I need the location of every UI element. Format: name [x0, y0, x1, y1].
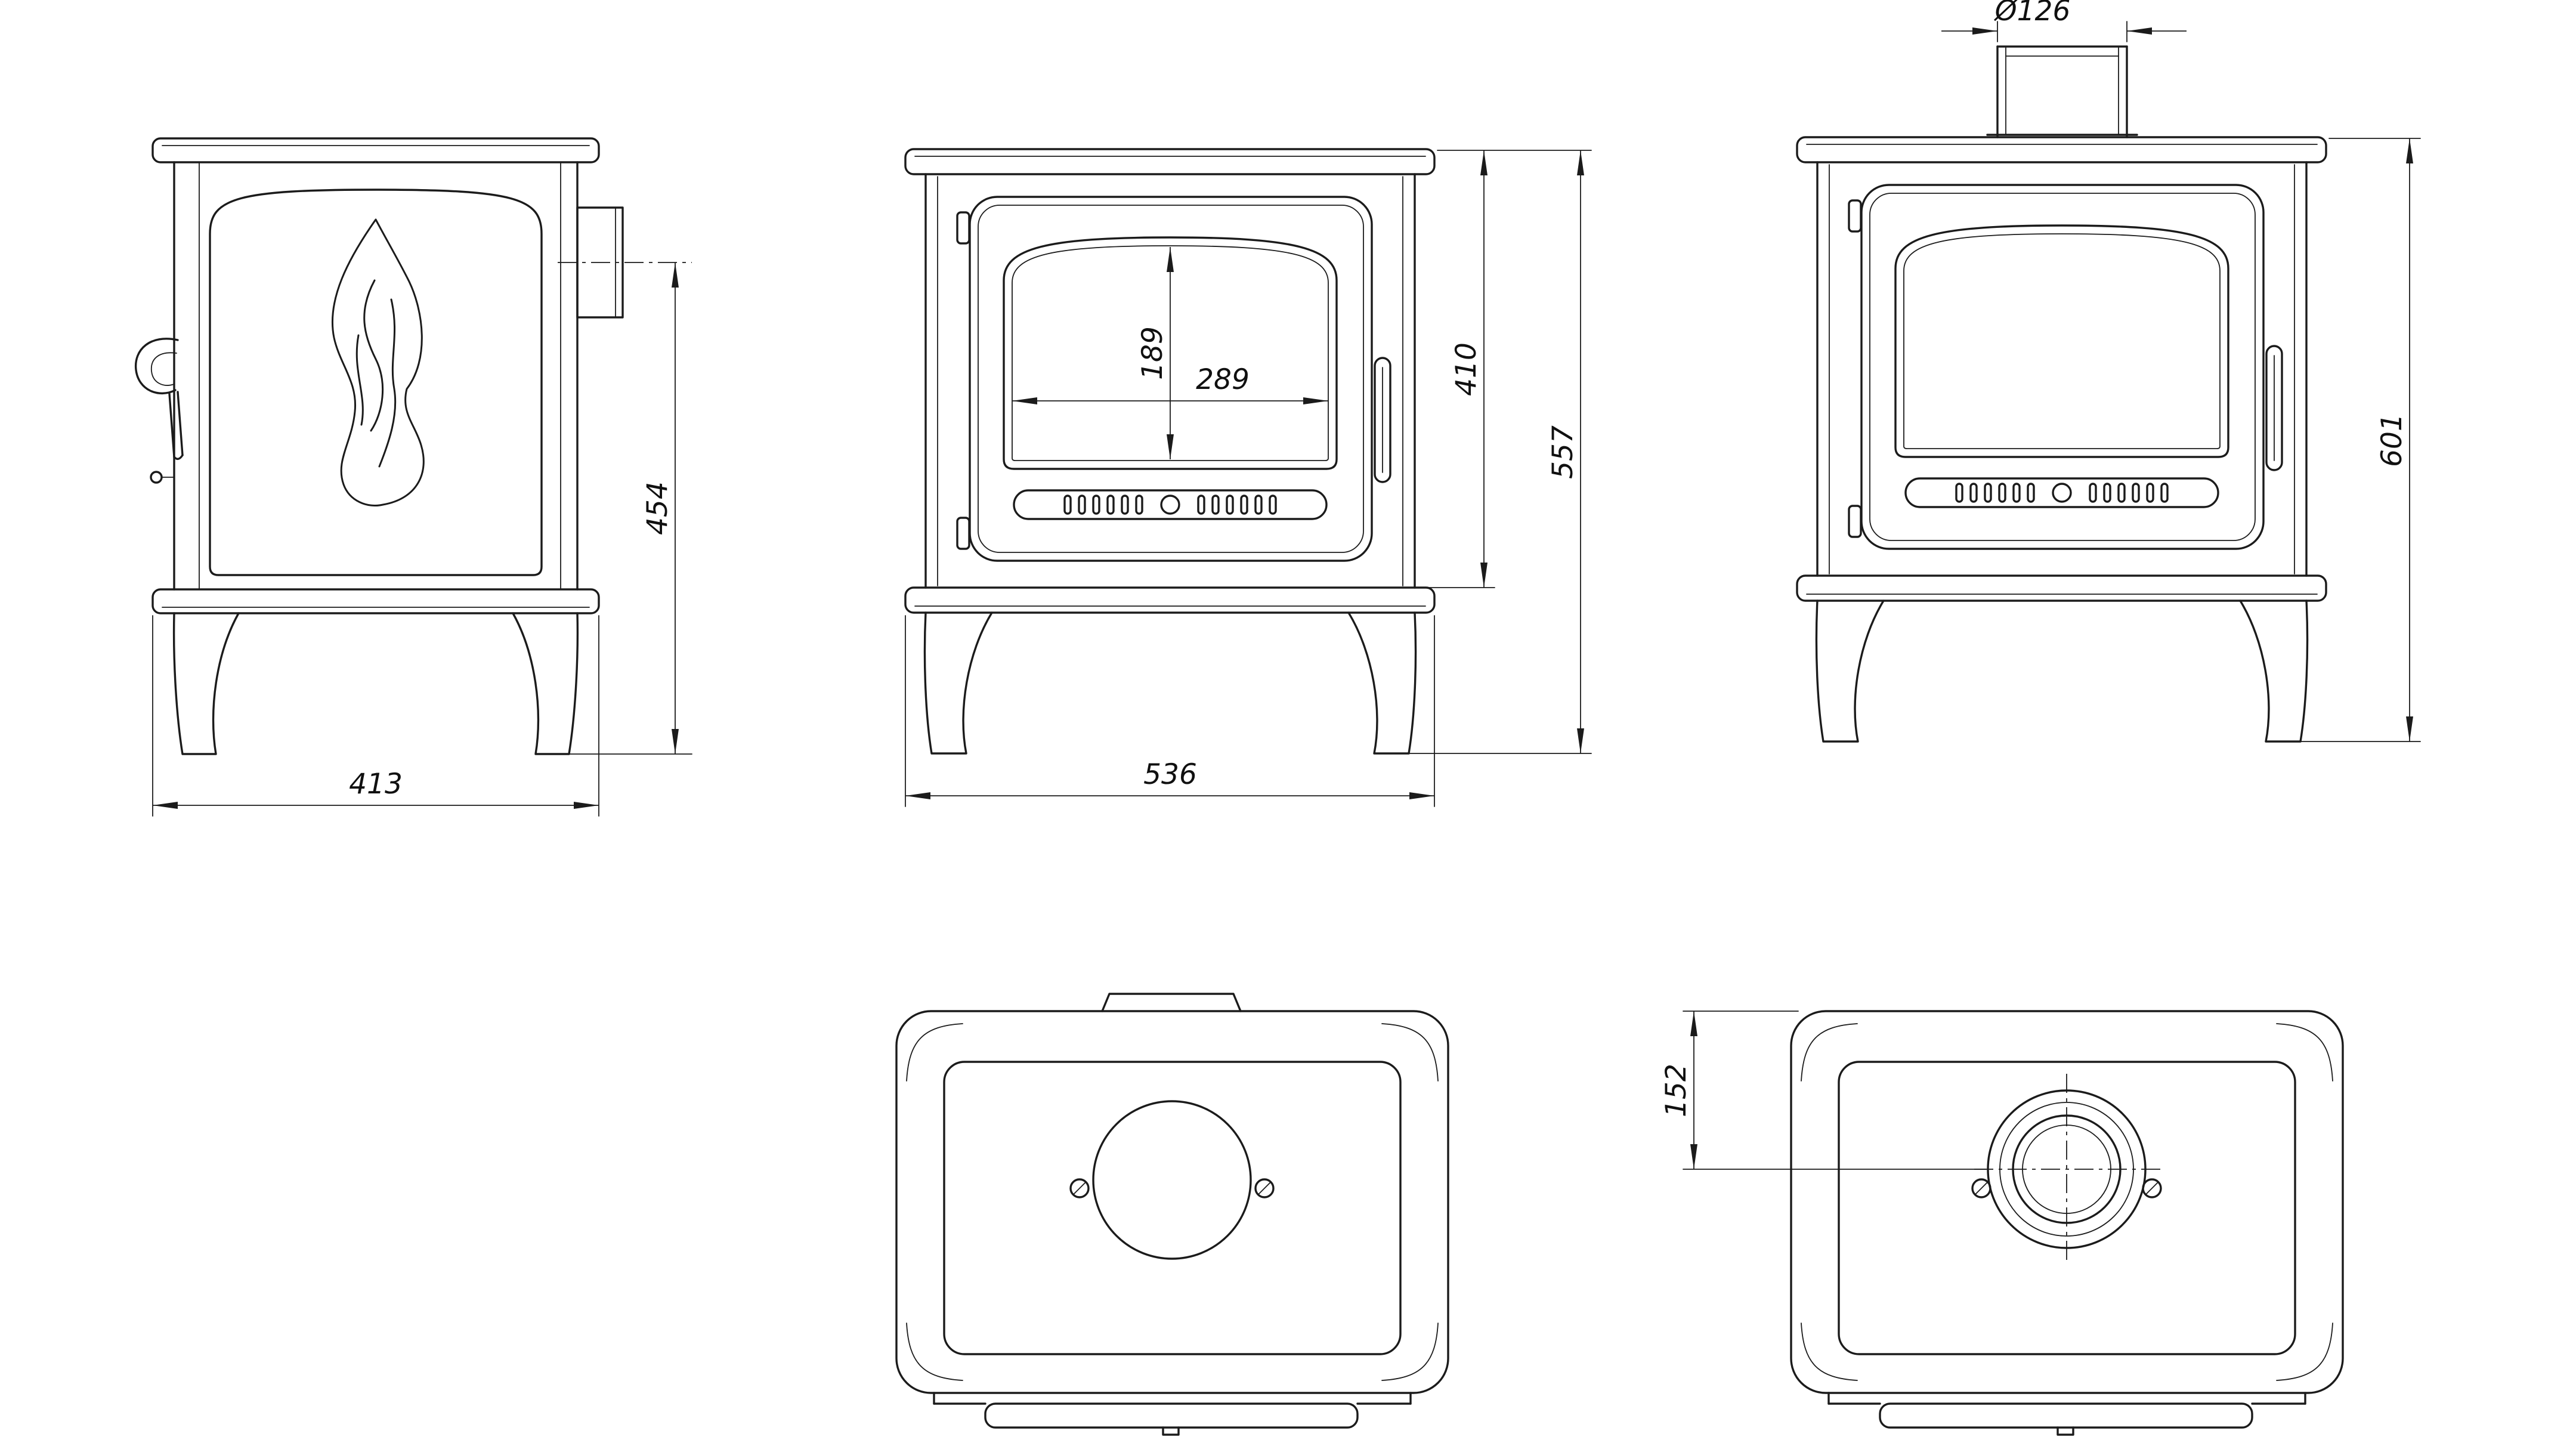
- dim-label-601: 601: [2376, 413, 2408, 467]
- side-bottom-plate: [151, 588, 600, 614]
- dim-side-depth: 413: [152, 615, 599, 817]
- front-view-flue: [1796, 136, 2327, 743]
- dim-label-557: 557: [1547, 425, 1579, 479]
- flue-collar-side: [558, 206, 692, 319]
- top-view-blank-details: [1069, 993, 1275, 1260]
- dim-label-413: 413: [349, 768, 403, 801]
- dim-label-flue-diameter: Ø126: [1994, 0, 2071, 27]
- dim-glass-width: 289: [1012, 363, 1328, 404]
- door-handle: [134, 338, 184, 484]
- dim-label-410: 410: [1450, 342, 1483, 396]
- screw-icon: [2142, 1178, 2162, 1198]
- dim-label-152: 152: [1660, 1064, 1693, 1117]
- side-front-leg: [172, 612, 240, 755]
- dim-flue-center-height: 454: [548, 262, 692, 755]
- top-view-blank: [895, 1010, 1449, 1436]
- top-view-collar-details: [1971, 1074, 2162, 1265]
- screw-icon: [1971, 1178, 1991, 1198]
- dim-overall-height: 557: [1395, 150, 1592, 754]
- dim-label-536: 536: [1143, 758, 1197, 791]
- side-view: [134, 137, 692, 755]
- blanking-plate: [1092, 1100, 1252, 1260]
- screw-icon: [1254, 1178, 1275, 1198]
- side-rear-leg: [512, 612, 579, 755]
- flue-pipe: [1986, 45, 2138, 138]
- flame-relief-icon: [331, 218, 425, 506]
- dim-label-289: 289: [1196, 363, 1250, 396]
- dim-front-width: 536: [905, 615, 1435, 807]
- dim-label-189: 189: [1136, 326, 1169, 380]
- side-panel: [209, 189, 543, 576]
- dim-flue-diameter: Ø126: [1941, 0, 2187, 42]
- dim-label-454: 454: [641, 481, 674, 535]
- rear-flue-stub: [1101, 993, 1242, 1012]
- screw-icon: [1069, 1178, 1090, 1198]
- dim-rear-overall-height: 601: [2290, 138, 2421, 742]
- dim-glass-height: 189: [1136, 247, 1174, 459]
- dim-flue-offset: 152: [1660, 1011, 1987, 1170]
- side-top-plate: [151, 137, 600, 163]
- dim-body-height: 410: [1418, 150, 1592, 588]
